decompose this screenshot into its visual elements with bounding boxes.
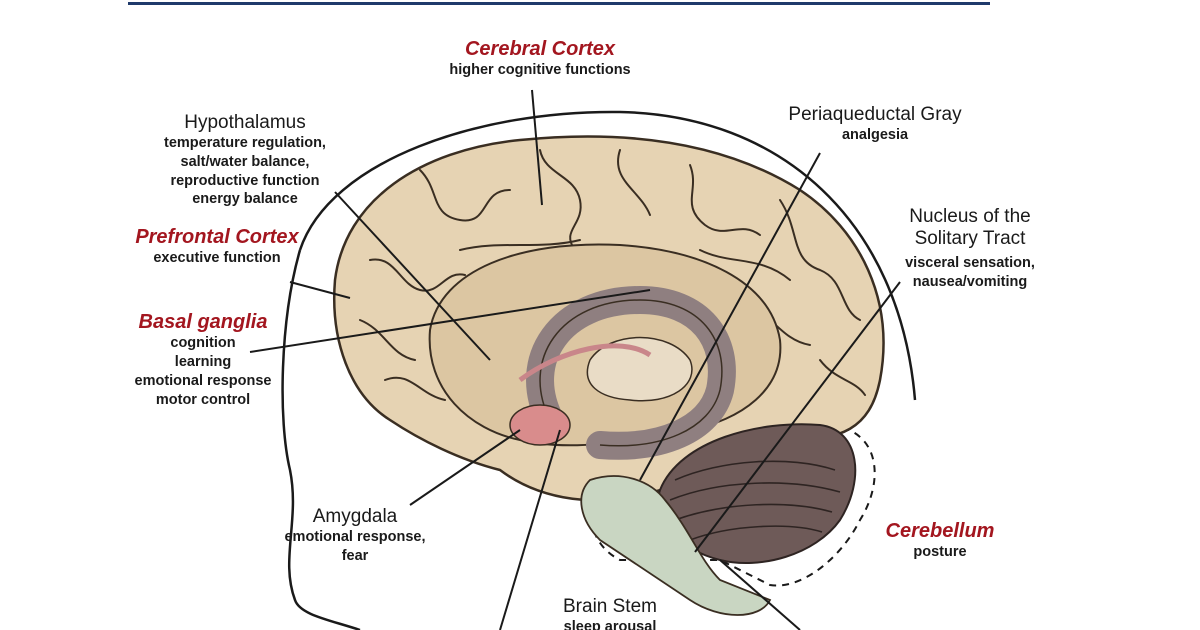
- basal-ganglia-desc-1: cognition: [170, 335, 236, 351]
- cerebral-cortex-desc: higher cognitive functions: [449, 62, 631, 78]
- nts-desc-2: nausea/vomiting: [912, 273, 1028, 290]
- leader-nts: [694, 281, 901, 553]
- amygdala-title: Amygdala: [312, 506, 398, 527]
- basal-ganglia-desc-3: emotional response: [134, 372, 272, 389]
- hypothalamus-desc-4: energy balance: [192, 191, 298, 208]
- label-cerebral-cortex: Cerebral Cortex higher cognitive functio…: [420, 38, 660, 80]
- brainstem-shape: [580, 475, 772, 616]
- leader-periaqueductal: [639, 152, 821, 481]
- amygdala-desc-2: fear: [341, 547, 369, 564]
- basal-ganglia-desc-2: learning: [174, 353, 232, 370]
- amygdala-shape: [509, 404, 571, 446]
- head-outline: [298, 110, 917, 401]
- label-periaqueductal-gray: Periaqueductal Gray analgesia: [760, 104, 990, 145]
- leader-amygdala: [409, 429, 521, 506]
- amygdala-desc-1: emotional response,: [284, 528, 426, 545]
- gyri-texture: [359, 149, 866, 401]
- cerebral-cortex-title: Cerebral Cortex: [464, 38, 616, 60]
- leader-brainstem: [499, 429, 561, 630]
- hypothalamus-desc-3: reproductive function: [170, 172, 320, 189]
- leader-prefrontal: [289, 281, 351, 299]
- label-cerebellum: Cerebellum posture: [860, 520, 1020, 562]
- hypothalamus-title: Hypothalamus: [184, 112, 306, 133]
- leader-cerebellum-bottom: [719, 559, 801, 630]
- leader-cerebral-cortex: [531, 89, 543, 206]
- prefrontal-cortex-title: Prefrontal Cortex: [135, 226, 299, 248]
- label-hypothalamus: Hypothalamus temperature regulation, sal…: [140, 112, 350, 209]
- cerebellum-folia: [669, 460, 841, 541]
- leader-hypothalamus: [334, 191, 491, 361]
- prefrontal-cortex-desc: executive function: [153, 250, 281, 266]
- brain-stem-title: Brain Stem: [563, 596, 657, 617]
- top-rule: [128, 2, 990, 5]
- leader-basal-ganglia: [249, 289, 651, 353]
- hypothalamus-desc-2: salt/water balance,: [180, 153, 310, 170]
- label-brain-stem: Brain Stem sleep arousal: [530, 596, 690, 630]
- label-amygdala: Amygdala emotional response, fear: [255, 506, 455, 566]
- leader-lines: [249, 89, 901, 630]
- periaqueductal-title: Periaqueductal Gray: [788, 104, 962, 125]
- label-prefrontal-cortex: Prefrontal Cortex executive function: [112, 226, 322, 268]
- basal-ganglia-title: Basal ganglia: [138, 311, 268, 333]
- thalamus: [586, 336, 693, 402]
- basal-ganglia-desc-4: motor control: [155, 391, 251, 408]
- nts-title-2: Solitary Tract: [914, 227, 1026, 249]
- hypothalamus-desc-1: temperature regulation,: [164, 134, 326, 151]
- nts-title-1: Nucleus of the: [909, 206, 1031, 227]
- brain-stem-desc: sleep arousal: [563, 618, 657, 630]
- cerebellum-desc: posture: [913, 544, 967, 560]
- fornix: [518, 343, 652, 383]
- label-nucleus-solitary-tract: Nucleus of the Solitary Tract visceral s…: [870, 206, 1070, 291]
- cerebellum-title: Cerebellum: [885, 520, 995, 542]
- periaqueductal-desc: analgesia: [841, 126, 909, 143]
- label-basal-ganglia: Basal ganglia cognition learning emotion…: [108, 311, 298, 409]
- face-outline: [281, 249, 361, 630]
- nts-desc-1: visceral sensation,: [905, 254, 1035, 271]
